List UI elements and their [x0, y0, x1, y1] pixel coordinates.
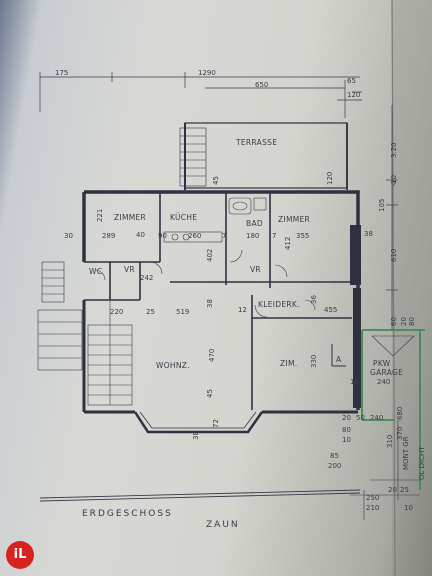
dim-80: 80 — [342, 426, 351, 434]
room-kleiderk: KLEIDERK. — [258, 300, 300, 309]
fence-line — [39, 489, 361, 502]
room-vr-right: VR — [250, 265, 261, 274]
door-swings — [94, 249, 316, 318]
brand-logo: iL — [6, 541, 34, 569]
dim-10b: 10 — [342, 436, 351, 444]
dim-7c: 7 — [272, 232, 276, 240]
room-bad: BAD — [246, 219, 263, 228]
dim-240b: 240 — [370, 414, 383, 422]
dim-610: 610 — [390, 249, 398, 262]
room-zimmer-right: ZIMMER — [278, 215, 310, 224]
room-kueche: KÜCHE — [170, 213, 197, 222]
dim-519: 519 — [176, 308, 189, 316]
dim-60: 60 — [390, 317, 398, 326]
dim-210: 210 — [366, 504, 379, 512]
room-wohnz: WOHNZ. — [156, 361, 190, 370]
bath-fixtures — [228, 197, 267, 215]
room-pkw: PKW — [373, 359, 391, 368]
dim-200: 200 — [328, 462, 341, 470]
wall-block-lower — [353, 288, 361, 408]
top-dimension-lines — [39, 72, 362, 118]
kitchen-counter — [163, 231, 223, 243]
dim-402: 402 — [206, 249, 214, 262]
dim-36: 36 — [310, 295, 318, 304]
dim-30: 30 — [64, 232, 73, 240]
dim-13: 13 — [350, 378, 359, 386]
room-vr-left: VR — [124, 265, 135, 274]
dim-240: 240 — [377, 378, 390, 386]
outer-walls — [82, 190, 360, 434]
dim-250: 250 — [366, 494, 379, 502]
room-zim: ZIM. — [280, 359, 297, 368]
dim-25b: 25 — [400, 486, 409, 494]
interior-walls — [84, 192, 352, 410]
garage-details — [350, 335, 420, 520]
dim-220: 220 — [110, 308, 123, 316]
dim-289: 289 — [102, 232, 115, 240]
dim-260: 260 — [188, 232, 201, 240]
dim-330: 330 — [310, 355, 318, 368]
dim-455: 455 — [324, 306, 337, 314]
dim-1290: 1290 — [198, 69, 216, 77]
dim-120: 120 — [347, 91, 360, 99]
dim-20c: 20 — [388, 486, 397, 494]
dim-38c: 38 — [192, 431, 200, 440]
section-marker-a: A — [331, 344, 346, 367]
room-wc: WC — [89, 267, 102, 276]
dim-7: 7 — [392, 180, 396, 188]
dim-45b: 45 — [206, 389, 214, 398]
dim-12: 12 — [238, 306, 247, 314]
dim-10c: 10 — [404, 504, 413, 512]
dim-680: 680 — [396, 407, 404, 420]
mont-gr-label: MONT GR — [402, 436, 410, 470]
dim-470: 470 — [208, 349, 216, 362]
dim-180: 180 — [246, 232, 259, 240]
dim-72: 72 — [212, 419, 220, 428]
dim-412: 412 — [284, 237, 292, 250]
garage-outline — [361, 329, 425, 490]
ol-dicht-label: OL DICHT — [418, 446, 426, 480]
dim-38b: 38 — [206, 299, 214, 308]
dim-7b: 7 — [222, 232, 226, 240]
dim-310: 310 — [386, 435, 394, 448]
dim-80b: 80 — [408, 317, 416, 326]
room-zimmer-left: ZIMMER — [114, 213, 146, 222]
wall-block — [350, 225, 361, 285]
dim-320: 3.20 — [390, 142, 398, 158]
dim-105: 105 — [378, 199, 386, 212]
dim-242: 242 — [140, 274, 153, 282]
dim-38: 38 — [364, 230, 373, 238]
dim-20: 20 — [342, 414, 351, 422]
svg-text:A: A — [336, 355, 342, 364]
dim-120-terrace: 120 — [326, 172, 334, 185]
room-garage: GARAGE — [370, 368, 403, 377]
dim-175: 175 — [55, 69, 68, 77]
left-stairs — [37, 261, 133, 406]
dim-65: 65 — [347, 77, 356, 85]
plan-title: ERDGESCHOSS — [82, 509, 173, 519]
dim-40: 40 — [136, 231, 145, 239]
right-dimension-lines — [386, 105, 398, 330]
terrasse-label: TERRASSE — [235, 138, 277, 147]
terrace — [179, 122, 348, 190]
dim-20b: 20 — [400, 317, 408, 326]
dim-355: 355 — [296, 232, 309, 240]
dim-10: 10 — [390, 175, 398, 184]
dim-370: 370 — [396, 427, 404, 440]
zaun-label: ZAUN — [206, 520, 240, 530]
dim-90: 90 — [158, 232, 167, 240]
dim-50: 50 — [356, 414, 365, 422]
dim-650: 650 — [255, 81, 268, 89]
dim-221: 221 — [96, 209, 104, 222]
dim-25: 25 — [146, 308, 155, 316]
dim-85: 85 — [330, 452, 339, 460]
dim-45-terrace: 45 — [212, 176, 220, 185]
